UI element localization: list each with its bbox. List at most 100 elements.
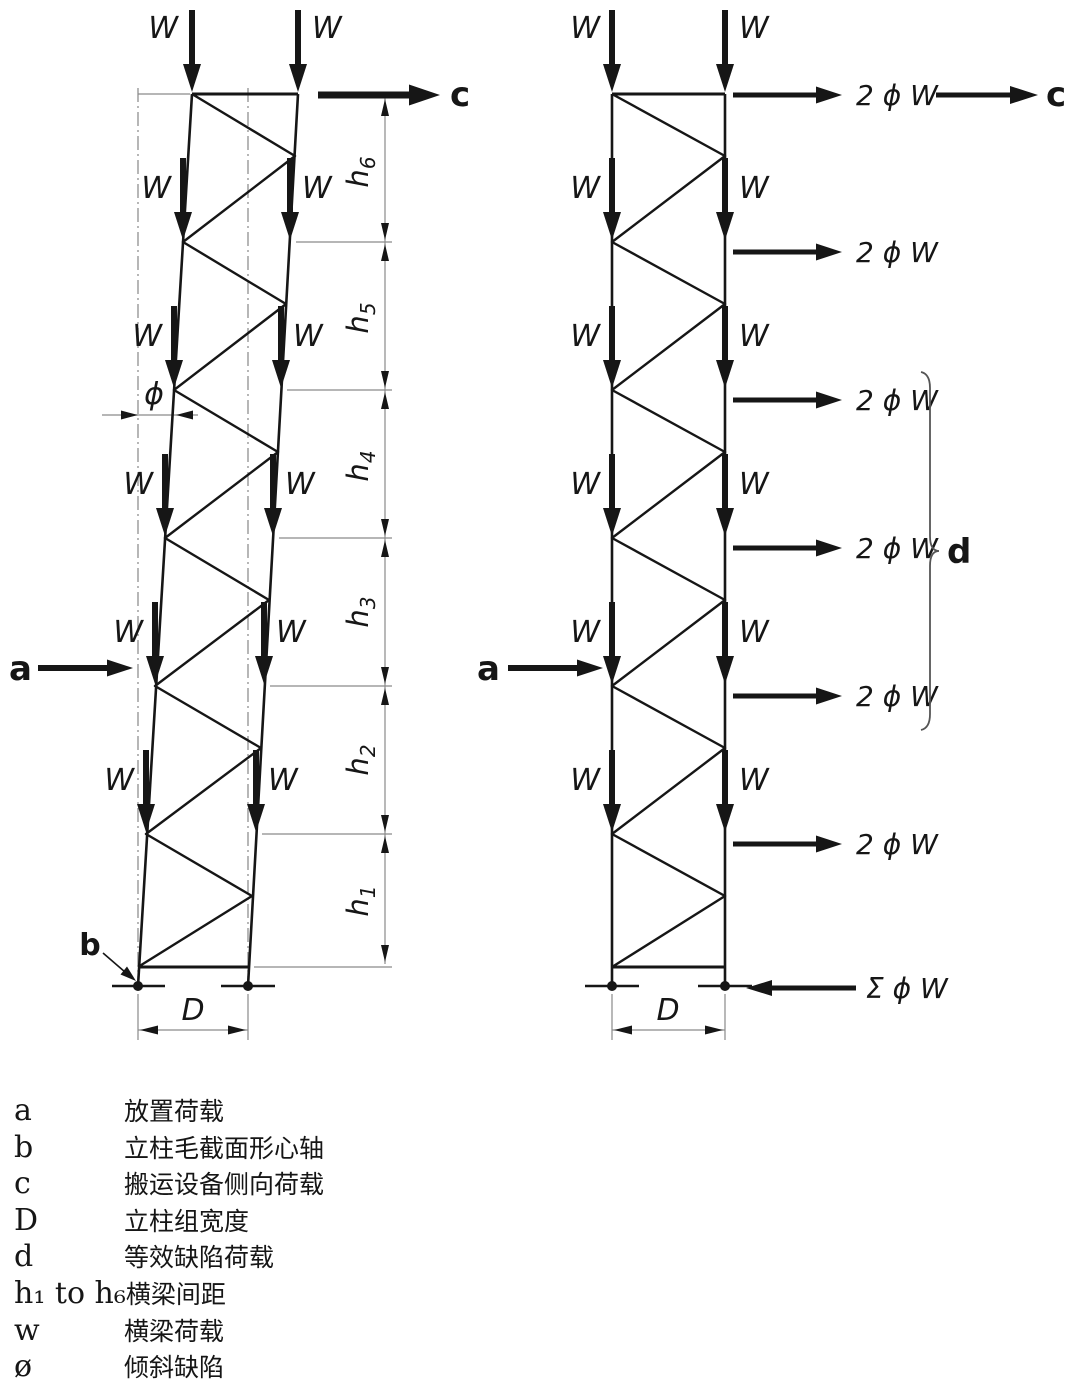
legend: a 放置荷载 b 立柱毛截面形心轴 c 搬运设备侧向荷载 D 立柱组宽度 d 等…	[14, 1092, 774, 1385]
legend-row-w: w 横梁荷载	[14, 1312, 774, 1349]
legend-description: 等效缺陷荷载	[124, 1244, 275, 1273]
load-arrow-w	[272, 306, 290, 388]
legend-symbol: D	[14, 1202, 39, 1238]
two-phi-w-label: 2 ϕ W	[856, 532, 939, 565]
right-upright-diagram: W W W W W W W W W W W W 2 ϕ W 2 ϕ W 2 ϕ …	[477, 10, 1066, 1040]
w-load-label: W	[132, 319, 163, 354]
a-label: a	[9, 649, 32, 689]
h2-dimension-label: h2	[341, 744, 380, 775]
legend-row-big-d: D 立柱组宽度	[14, 1202, 774, 1239]
load-arrow-w	[716, 602, 734, 684]
load-arrow-w	[716, 454, 734, 536]
diagonal-bracing	[137, 92, 297, 969]
diagonal-bracing	[610, 92, 727, 969]
load-arrow-w	[264, 454, 282, 536]
load-arrow-w	[289, 10, 307, 92]
w-load-label: W	[570, 615, 601, 650]
legend-symbol: a	[14, 1093, 32, 1128]
h3-dimension-label: h3	[341, 596, 380, 627]
h6-dimension-label: h6	[341, 156, 380, 187]
upright-chords	[136, 93, 300, 987]
load-arrow-w	[603, 750, 621, 832]
c-label: c	[1046, 75, 1066, 115]
legend-description: 搬运设备侧向荷载	[124, 1171, 325, 1200]
two-phi-w-label: 2 ϕ W	[856, 79, 939, 112]
phi-label: ϕ	[144, 377, 164, 412]
w-load-label: W	[268, 763, 299, 798]
base-supports	[112, 981, 275, 991]
load-arrow-w	[716, 306, 734, 388]
legend-description: 横梁荷载	[124, 1317, 225, 1346]
w-load-label: W	[739, 615, 770, 650]
load-arrow-w	[603, 158, 621, 240]
w-load-label: W	[141, 171, 172, 206]
braced-upright-figure: W W W W W W W W W W W W c a b ϕ	[9, 0, 1066, 1040]
a-label: a	[477, 649, 500, 689]
two-phi-w-label: 2 ϕ W	[856, 828, 939, 861]
legend-row-b: b 立柱毛截面形心轴	[14, 1129, 774, 1166]
legend-description: 横梁间距	[125, 1280, 226, 1309]
w-load-label: W	[739, 467, 770, 502]
lateral-load-arrow-c	[936, 86, 1038, 104]
w-load-label: W	[276, 615, 307, 650]
w-load-label: W	[312, 11, 343, 46]
w-load-label: W	[104, 763, 135, 798]
h-dimension-arrowheads	[381, 99, 389, 962]
legend-symbol: c	[14, 1166, 31, 1202]
equivalent-load-arrow-2phiw	[733, 540, 842, 557]
equivalent-load-arrow-2phiw	[733, 392, 842, 409]
load-arrow-w	[603, 10, 621, 92]
legend-description: 立柱组宽度	[124, 1207, 250, 1236]
load-arrow-w	[716, 750, 734, 832]
legend-symbol: d	[14, 1239, 34, 1275]
column-centrelines	[137, 88, 249, 992]
legend-description: 立柱毛截面形心轴	[124, 1134, 325, 1163]
load-arrow-w	[174, 158, 192, 240]
load-arrow-w	[603, 454, 621, 536]
legend-row-h: h₁ to h₆ 横梁间距	[14, 1275, 774, 1312]
w-load-label: W	[570, 171, 601, 206]
w-load-label: W	[570, 467, 601, 502]
legend-row-c: c 搬运设备侧向荷载	[14, 1165, 774, 1202]
w-load-label: W	[148, 11, 179, 46]
w-load-label: W	[570, 11, 601, 46]
h1-dimension-label: h1	[341, 885, 380, 916]
b-label: b	[79, 928, 100, 963]
placement-load-arrow-a	[38, 659, 133, 677]
base-supports	[585, 981, 752, 991]
tilt-angle-arrowheads	[121, 410, 193, 420]
w-load-label: W	[739, 171, 770, 206]
legend-symbol: b	[14, 1129, 34, 1165]
w-load-label: W	[739, 11, 770, 46]
w-load-label: W	[570, 763, 601, 798]
d-width-label: D	[181, 993, 204, 1028]
sum-phi-w-label: Σ ϕ W	[866, 972, 949, 1005]
lateral-load-arrow-c	[318, 84, 440, 106]
load-arrow-w	[255, 602, 273, 684]
two-phi-w-label: 2 ϕ W	[856, 236, 939, 269]
left-upright-diagram: W W W W W W W W W W W W c a b ϕ	[9, 10, 470, 1040]
d-brace-label: d	[947, 532, 971, 572]
load-arrow-w	[716, 158, 734, 240]
legend-row-phi: ø 倾斜缺陷	[14, 1348, 774, 1385]
load-arrow-w	[716, 10, 734, 92]
placement-load-arrow-a	[508, 659, 603, 677]
centroid-axis-pointer-b	[102, 952, 136, 981]
dimension-extension-lines	[102, 93, 392, 1040]
legend-row-d: d 等效缺陷荷载	[14, 1238, 774, 1275]
load-arrow-w	[156, 454, 174, 536]
legend-description: 倾斜缺陷	[124, 1354, 225, 1383]
c-label: c	[450, 75, 470, 115]
load-arrow-w	[603, 306, 621, 388]
w-load-label: W	[285, 467, 316, 502]
w-load-label: W	[302, 171, 333, 206]
legend-description: 放置荷载	[124, 1098, 225, 1126]
equivalent-load-arrow-2phiw	[733, 836, 842, 853]
w-load-label: W	[113, 615, 144, 650]
legend-symbol: h₁ to h₆	[14, 1275, 126, 1311]
d-group-brace	[920, 371, 940, 731]
legend-symbol: w	[14, 1312, 40, 1348]
w-load-label: W	[739, 319, 770, 354]
w-load-label: W	[123, 467, 154, 502]
